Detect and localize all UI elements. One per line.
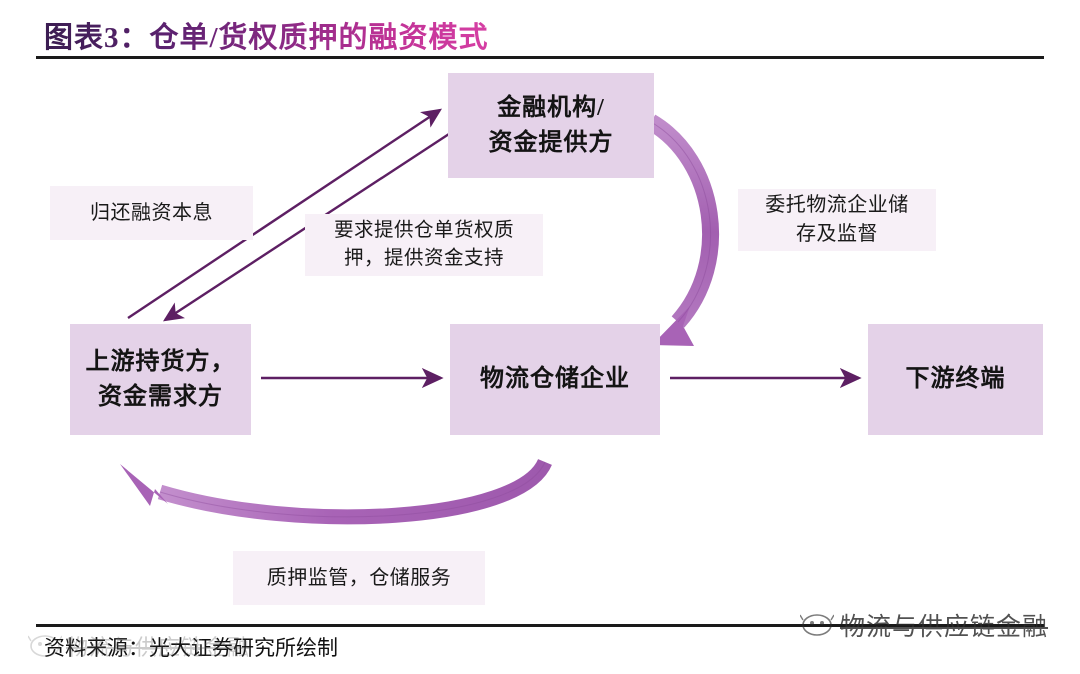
node-downstream-terminal[interactable]: 下游终端: [868, 324, 1043, 435]
footer-divider: [36, 624, 1044, 627]
label-entrust-logistics-storage: 委托物流企业储 存及监督: [738, 189, 936, 251]
node-logistics-warehouse[interactable]: 物流仓储企业: [450, 324, 660, 435]
watermark-overlay-right: 物流与供应链金融: [800, 607, 1048, 643]
figure-title: 图表3：仓单/货权质押的融资模式: [44, 14, 489, 56]
arrow-finance-to-logistics: [646, 114, 720, 346]
source-note: 资料来源：光大证券研究所绘制: [44, 636, 338, 660]
node-upstream-cargo-owner[interactable]: 上游持货方， 资金需求方: [70, 324, 251, 435]
mascot-icon-right: [800, 614, 834, 636]
mascot-icon: [28, 635, 62, 657]
label-repay-principal-interest: 归还融资本息: [50, 186, 253, 240]
watermark-text-right: 物流与供应链金融: [840, 614, 1049, 641]
label-require-warehouse-receipt-pledge: 要求提供仓单货权质 押，提供资金支持: [305, 214, 543, 276]
watermark-text-left: 物流与供应链金融: [66, 635, 251, 660]
title-divider: [36, 56, 1044, 59]
arrow-logistics-to-upstream: [120, 458, 552, 525]
node-financial-institution[interactable]: 金融机构/ 资金提供方: [448, 73, 654, 178]
watermark-overlay-left: 物流与供应链金融: [28, 630, 250, 662]
label-pledge-supervision-storage-service: 质押监管，仓储服务: [233, 551, 485, 605]
